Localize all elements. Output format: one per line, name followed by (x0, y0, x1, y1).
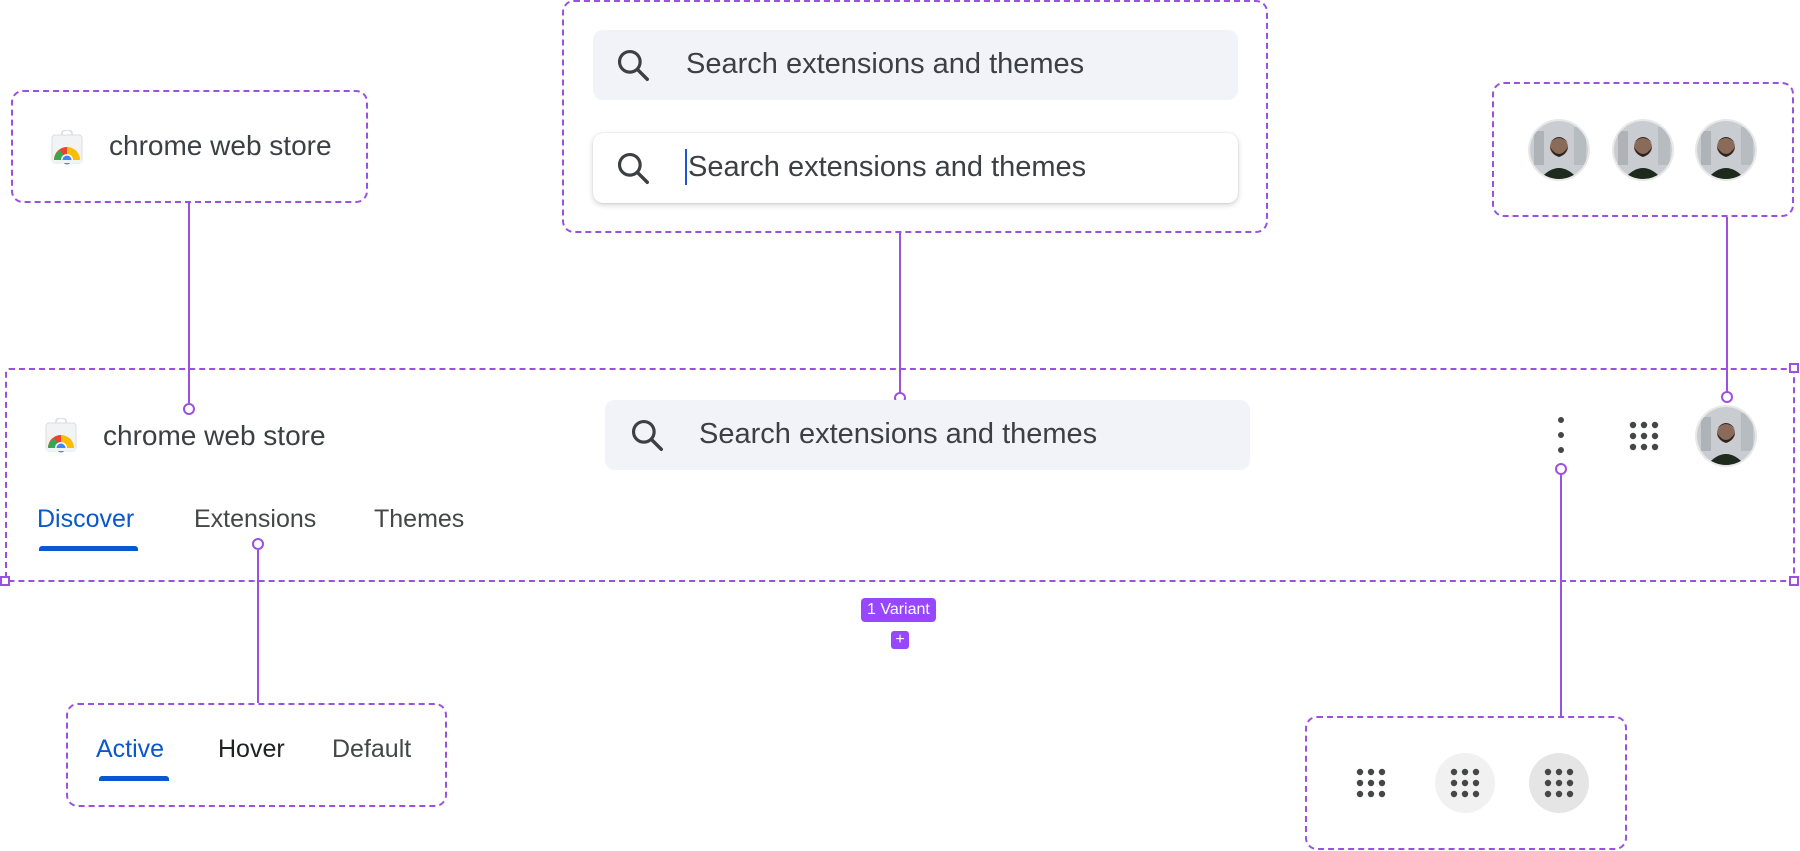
tab-state-hover[interactable]: Hover (218, 735, 285, 763)
search-placeholder: Search extensions and themes (699, 418, 1098, 450)
account-avatar[interactable] (1697, 407, 1755, 465)
connector-node (183, 403, 195, 415)
search-icon (617, 152, 649, 184)
apps-button-pressed[interactable] (1529, 753, 1589, 813)
connector-node (1721, 391, 1733, 403)
tab-discover[interactable]: Discover (37, 505, 135, 533)
resize-handle[interactable] (1789, 363, 1799, 373)
search-icon (631, 419, 663, 451)
apps-button-hover[interactable] (1435, 753, 1495, 813)
more-vert-icon[interactable] (1541, 412, 1581, 460)
brand-name: chrome web store (109, 130, 332, 161)
connector-line (899, 233, 901, 393)
add-variant-button[interactable]: + (891, 631, 909, 649)
connector-node (1555, 463, 1567, 475)
chrome-web-store-logo (51, 130, 83, 166)
tab-state-active[interactable]: Active (96, 735, 165, 763)
brand-name[interactable]: chrome web store (103, 420, 326, 451)
resize-handle[interactable] (0, 576, 10, 586)
tab-extensions[interactable]: Extensions (194, 505, 317, 533)
avatar-hover[interactable] (1614, 121, 1672, 179)
connector-line (1560, 475, 1562, 716)
apps-grid-icon (1356, 768, 1386, 798)
apps-grid-button[interactable] (1614, 406, 1674, 466)
apps-grid-icon (1544, 768, 1574, 798)
header-search-bar[interactable]: Search extensions and themes (605, 400, 1250, 470)
tabs-annotation-frame (66, 703, 447, 807)
apps-button-default[interactable] (1341, 753, 1401, 813)
search-bar-default[interactable]: Search extensions and themes (593, 30, 1238, 100)
text-caret (685, 149, 687, 185)
search-placeholder: Search extensions and themes (688, 151, 1087, 183)
search-bar-focused[interactable]: Search extensions and themes (593, 133, 1238, 203)
apps-grid-icon (1629, 421, 1659, 451)
tab-active-indicator (39, 546, 138, 551)
connector-line (1726, 217, 1728, 392)
connector-line (188, 203, 190, 403)
avatar-annotation-frame (1492, 82, 1794, 217)
variant-badge[interactable]: 1 Variant (861, 598, 936, 622)
search-icon (617, 49, 649, 81)
apps-grid-icon (1450, 768, 1480, 798)
logo-annotation-frame (11, 90, 368, 203)
tab-themes[interactable]: Themes (374, 505, 465, 533)
apps-annotation-frame (1305, 716, 1627, 850)
tab-active-indicator (99, 776, 169, 781)
resize-handle[interactable] (1789, 576, 1799, 586)
search-placeholder: Search extensions and themes (686, 48, 1085, 80)
connector-line (257, 550, 259, 703)
tab-state-default[interactable]: Default (332, 735, 412, 763)
connector-node (252, 538, 264, 550)
search-annotation-frame (562, 0, 1268, 233)
avatar-pressed[interactable] (1697, 121, 1755, 179)
avatar-default[interactable] (1530, 121, 1588, 179)
chrome-web-store-logo (45, 418, 77, 454)
